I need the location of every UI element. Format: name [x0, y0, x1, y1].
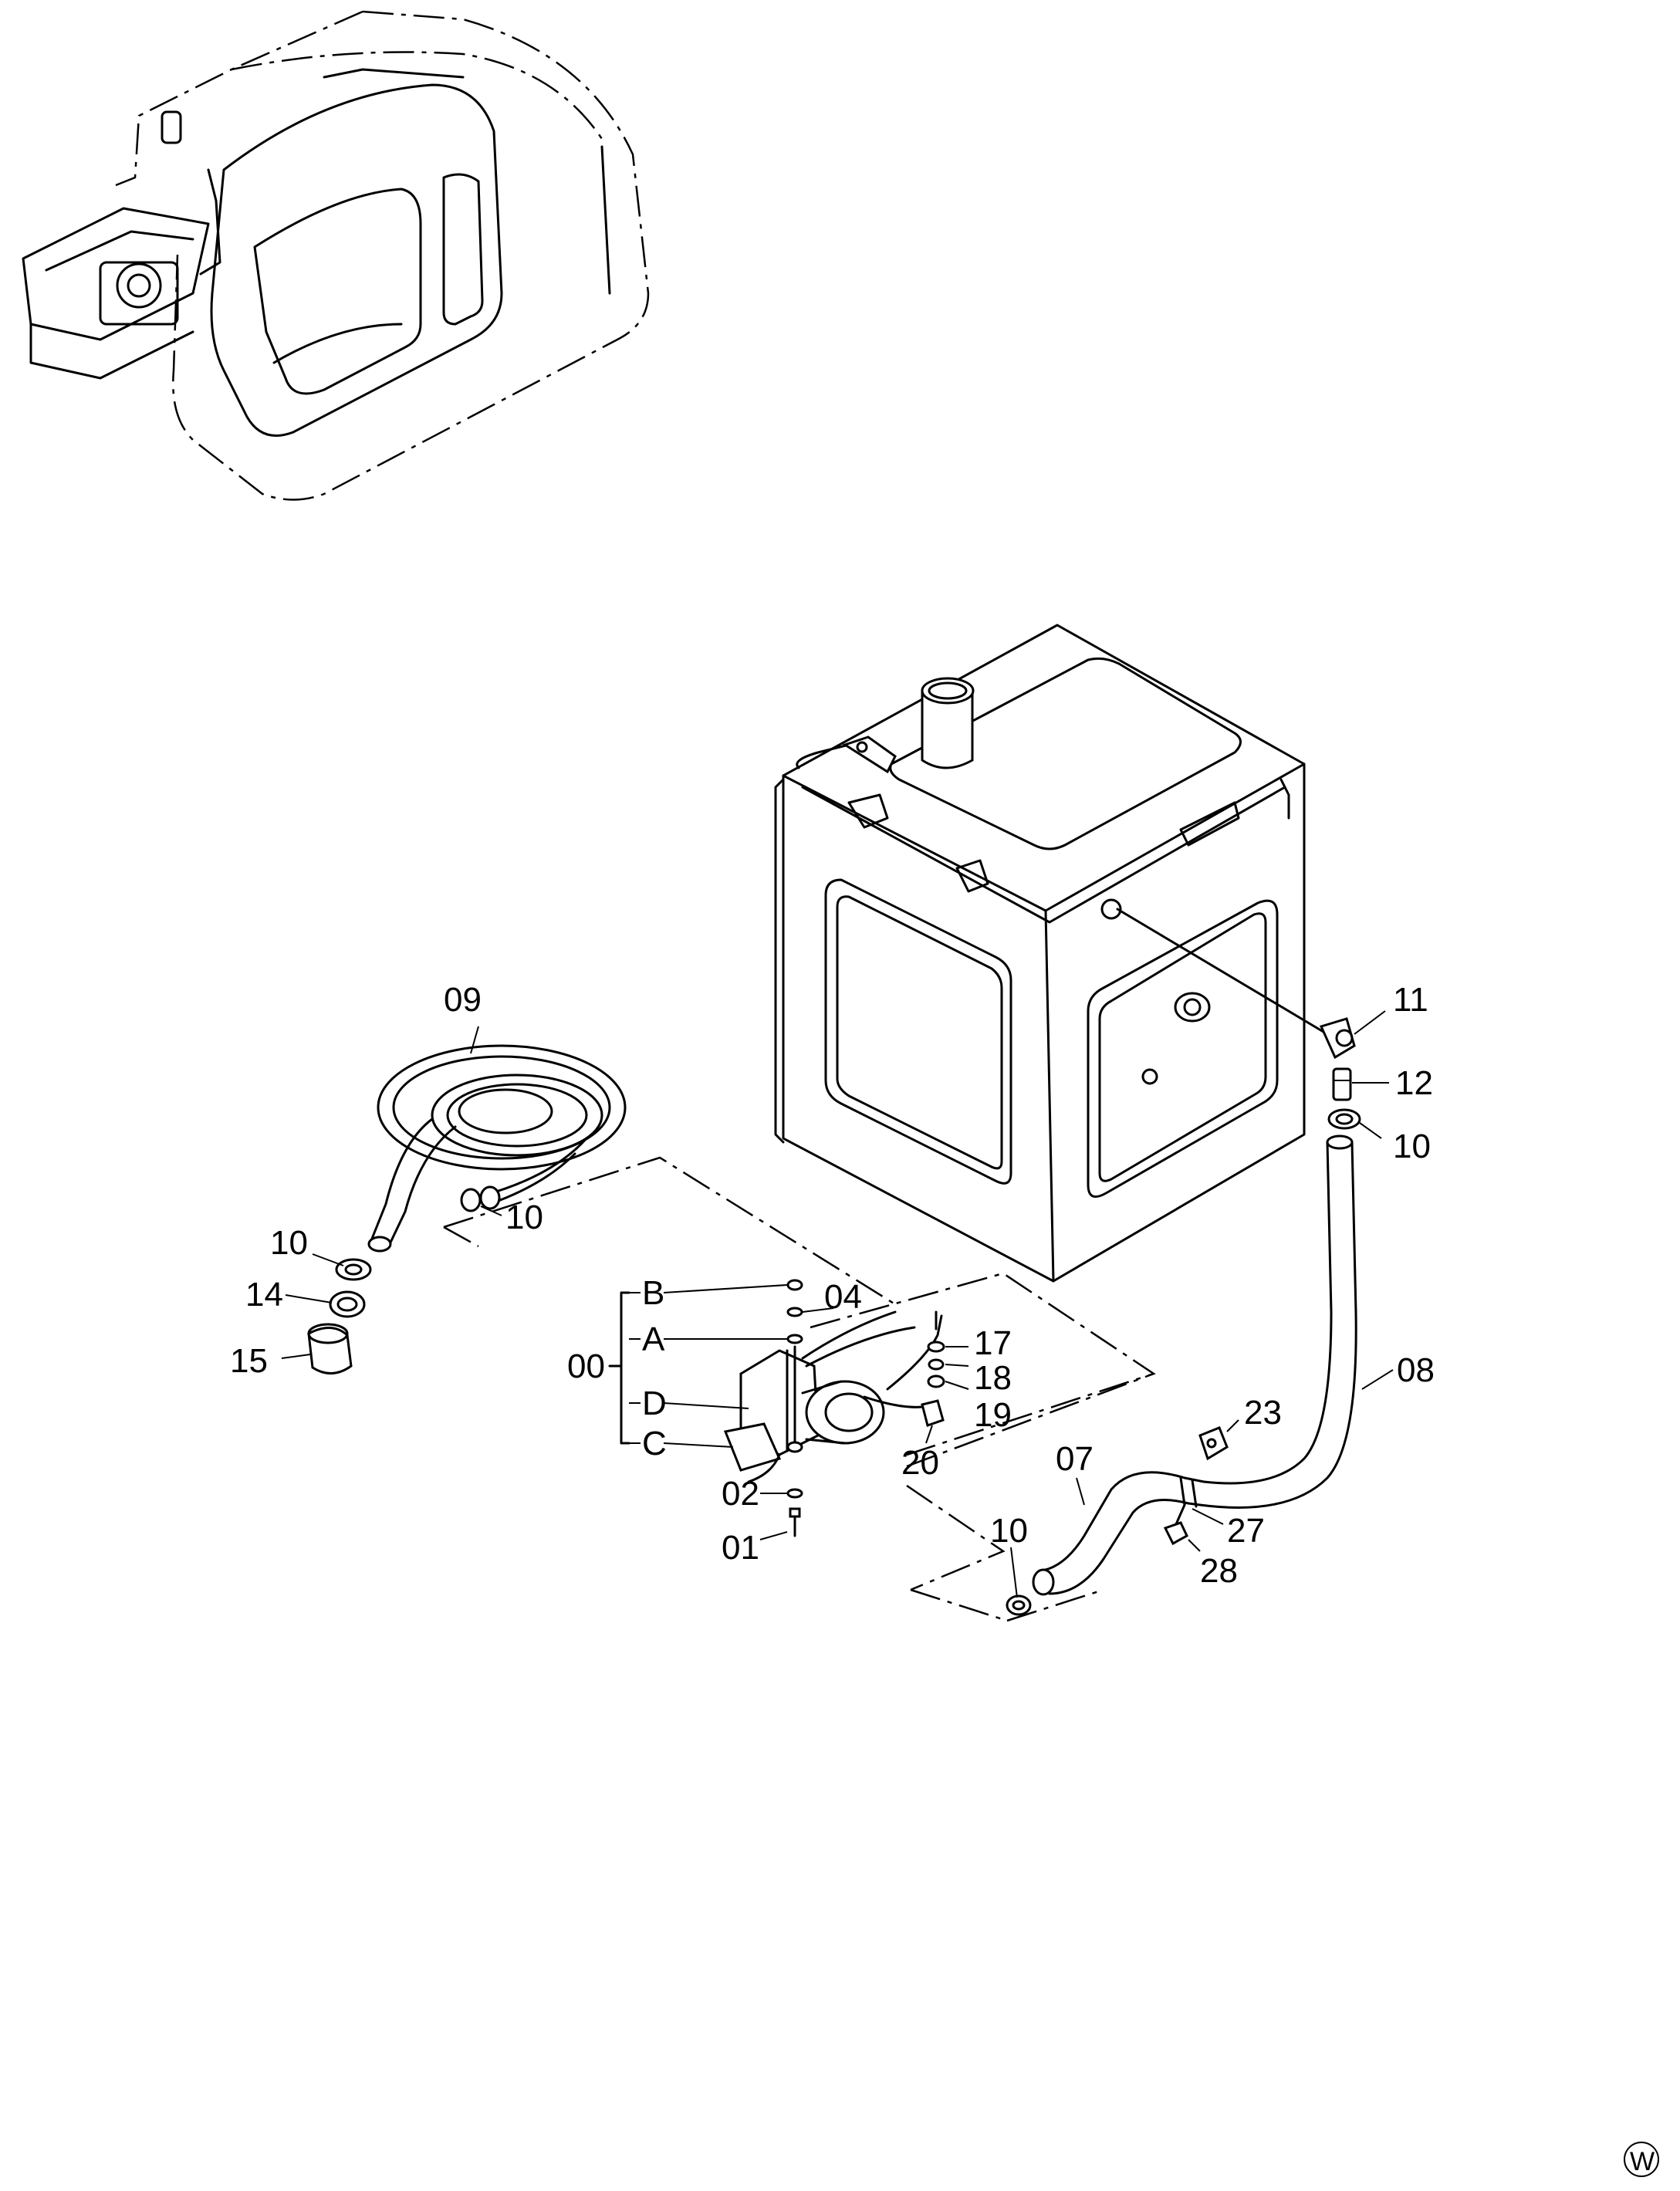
callout-10-right: 10	[1393, 1128, 1431, 1165]
heater-tank	[774, 624, 1329, 1283]
callout-10-hose-end: 10	[505, 1199, 543, 1236]
callout-15: 15	[230, 1342, 268, 1380]
elbow-fitting-11	[1319, 1017, 1356, 1060]
callout-08: 08	[1397, 1351, 1435, 1389]
clip-23	[1198, 1426, 1229, 1461]
callout-17: 17	[974, 1324, 1012, 1362]
bolt-28	[1163, 1503, 1188, 1546]
callout-09: 09	[444, 981, 482, 1019]
callout-01: 01	[722, 1529, 759, 1567]
machine-overview-sketch	[22, 10, 650, 501]
callout-23: 23	[1244, 1394, 1282, 1432]
clamp-10-right	[1327, 1108, 1361, 1130]
callout-20: 20	[901, 1444, 939, 1482]
callout-02: 02	[722, 1475, 759, 1513]
callout-C: C	[642, 1425, 667, 1462]
callout-07: 07	[1056, 1440, 1094, 1478]
projection-outlines	[443, 1156, 1156, 1622]
leader-lines	[281, 1010, 1394, 1598]
callout-A: A	[642, 1320, 665, 1358]
clamp-10-hose-end	[460, 1188, 482, 1212]
washer-stack-right	[927, 1310, 945, 1388]
hose-08	[1183, 1134, 1357, 1509]
corner-mark-w: W	[1624, 2142, 1659, 2177]
group-bracket-00	[608, 1291, 641, 1445]
callout-10-lower: 10	[990, 1512, 1028, 1550]
heater-pump-unit	[723, 1310, 945, 1483]
hose-07	[1032, 1471, 1198, 1596]
coiled-hose-09	[367, 1044, 627, 1253]
callout-labels: 09 11 12 10 10 10 14 15 B 04 A 00 D C 17…	[230, 981, 1435, 1590]
callout-D: D	[642, 1385, 667, 1422]
clamp-10-lower	[1006, 1594, 1032, 1616]
callout-28: 28	[1200, 1552, 1238, 1590]
fitting-14	[329, 1290, 366, 1318]
callout-14: 14	[245, 1276, 283, 1314]
clamp-10-left	[335, 1258, 372, 1281]
callout-18: 18	[974, 1359, 1012, 1397]
callout-00: 00	[567, 1347, 605, 1385]
callout-11: 11	[1393, 981, 1428, 1019]
cap-15	[307, 1323, 353, 1374]
connector-12	[1332, 1067, 1352, 1101]
washer-stack-left	[786, 1279, 803, 1537]
callout-10-left: 10	[270, 1224, 308, 1262]
corner-mark-text: W	[1630, 2147, 1655, 2176]
callout-12: 12	[1395, 1064, 1433, 1102]
callout-04: 04	[824, 1278, 862, 1316]
callout-27: 27	[1227, 1512, 1265, 1550]
callout-19: 19	[974, 1396, 1012, 1434]
callout-B: B	[642, 1274, 664, 1312]
